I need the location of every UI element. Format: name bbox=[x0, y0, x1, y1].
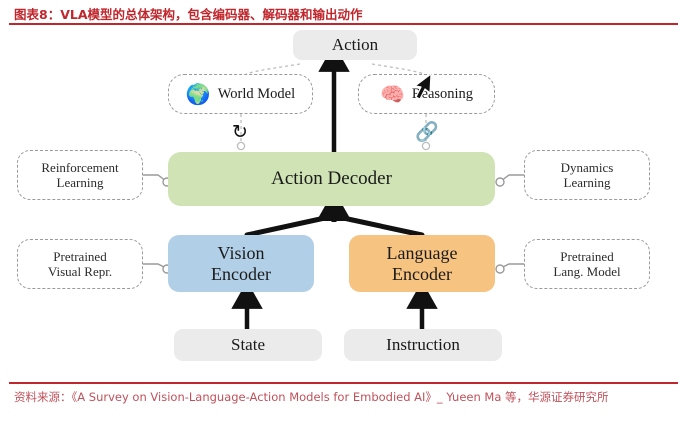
node-state-label: State bbox=[231, 335, 265, 354]
callout-pretrained-lang-model[interactable]: Pretrained Lang. Model bbox=[524, 239, 650, 289]
globe-icon: 🌍 bbox=[185, 82, 211, 106]
callout-pretrained-visual-repr-text: Pretrained Visual Repr. bbox=[48, 249, 112, 279]
link-icon: 🔗 bbox=[415, 121, 439, 143]
node-action-decoder[interactable]: Action Decoder bbox=[168, 152, 495, 206]
footer-divider bbox=[9, 382, 678, 384]
callout-line-1: Pretrained bbox=[560, 249, 614, 264]
callout-reinforcement-learning-text: Reinforcement Learning bbox=[41, 160, 118, 190]
node-action[interactable]: Action bbox=[293, 30, 417, 60]
node-instruction[interactable]: Instruction bbox=[344, 329, 502, 361]
callout-reinforcement-learning[interactable]: Reinforcement Learning bbox=[17, 150, 143, 200]
callout-line-1: Pretrained bbox=[53, 249, 107, 264]
callout-line-2: Learning bbox=[563, 175, 611, 190]
node-label-line-1: Language bbox=[386, 242, 458, 263]
cycle-icon: ↻ bbox=[232, 121, 248, 143]
figure-source: 资料来源：《A Survey on Vision-Language-Action… bbox=[14, 390, 609, 404]
node-world-model-label: World Model bbox=[217, 85, 296, 102]
node-state[interactable]: State bbox=[174, 329, 322, 361]
callout-line-1: Reinforcement bbox=[41, 160, 119, 175]
node-vision-encoder[interactable]: Vision Encoder bbox=[168, 235, 314, 292]
diagram-canvas: Action 🌍 World Model 🧠 Reasoning ↻ 🔗 Act… bbox=[0, 26, 687, 382]
node-label-line-1: Vision bbox=[217, 242, 265, 263]
callout-pretrained-visual-repr[interactable]: Pretrained Visual Repr. bbox=[17, 239, 143, 289]
node-label-line-2: Encoder bbox=[211, 263, 271, 284]
node-action-decoder-label: Action Decoder bbox=[271, 168, 392, 189]
node-action-label: Action bbox=[331, 35, 379, 54]
node-label-line-2: Encoder bbox=[392, 263, 452, 284]
node-world-model[interactable]: 🌍 World Model bbox=[168, 74, 313, 114]
callout-line-1: Dynamics bbox=[560, 160, 614, 175]
node-language-encoder-label: Language Encoder bbox=[387, 243, 458, 285]
callout-pretrained-lang-model-text: Pretrained Lang. Model bbox=[553, 249, 620, 279]
node-language-encoder[interactable]: Language Encoder bbox=[349, 235, 495, 292]
mouse-cursor-icon bbox=[414, 73, 432, 100]
callout-line-2: Lang. Model bbox=[553, 264, 621, 279]
callout-line-2: Visual Repr. bbox=[47, 264, 113, 279]
node-vision-encoder-label: Vision Encoder bbox=[211, 243, 271, 285]
callout-dynamics-learning-text: Dynamics Learning bbox=[561, 160, 614, 190]
node-instruction-label: Instruction bbox=[386, 335, 460, 354]
callout-dynamics-learning[interactable]: Dynamics Learning bbox=[524, 150, 650, 200]
figure-title: 图表8：VLA模型的总体架构，包含编码器、解码器和输出动作 bbox=[14, 7, 363, 22]
title-divider-top bbox=[9, 23, 678, 25]
brain-icon: 🧠 bbox=[379, 82, 405, 106]
connector-layer bbox=[143, 44, 524, 329]
callout-line-2: Learning bbox=[56, 175, 104, 190]
